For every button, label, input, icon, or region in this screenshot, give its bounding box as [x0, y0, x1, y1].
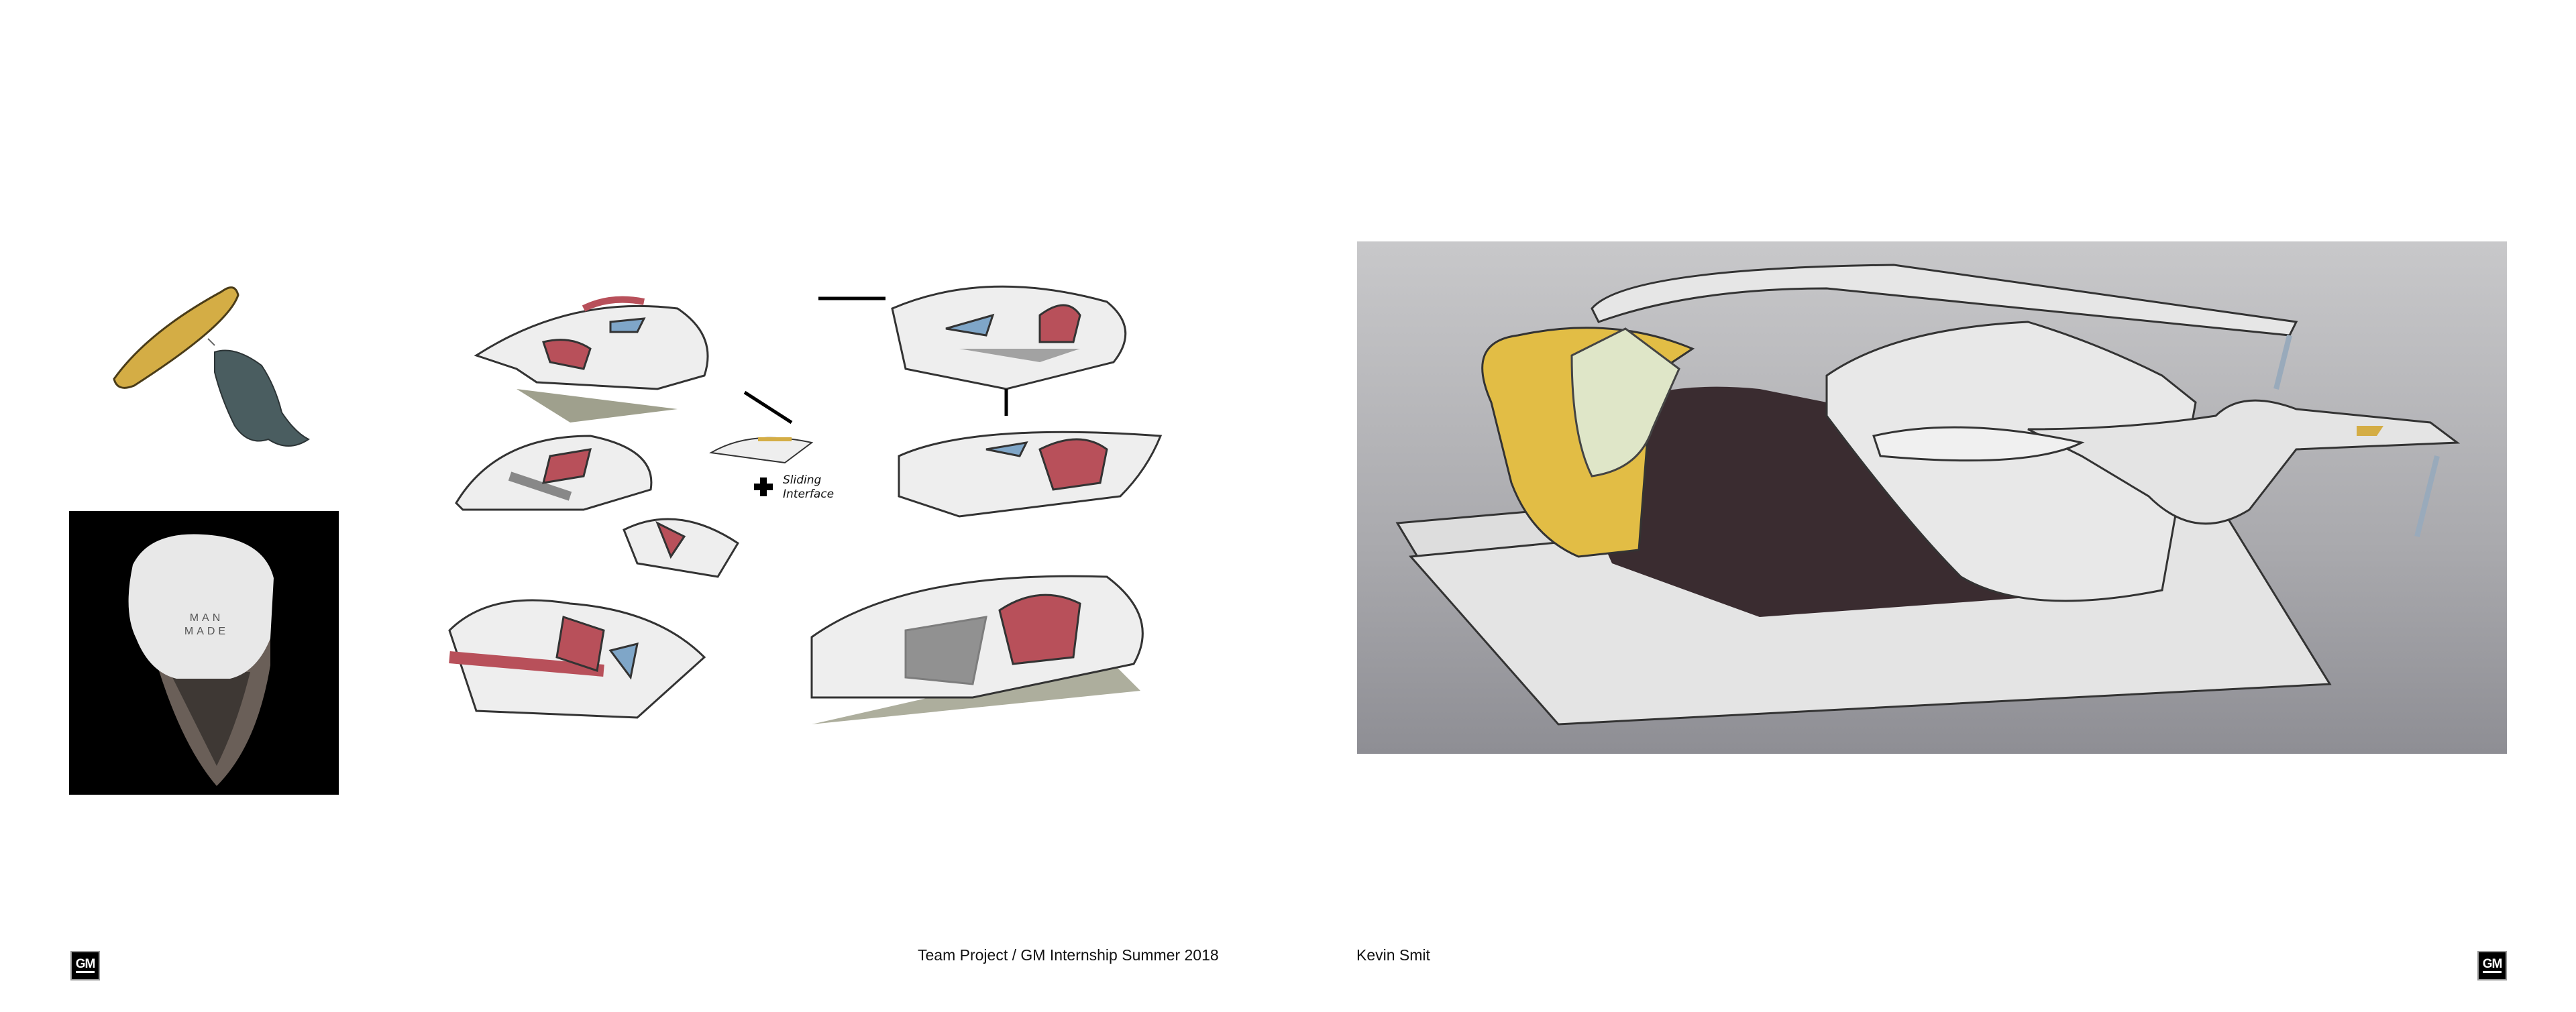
- plus-icon: [754, 477, 773, 496]
- gm-logo-left: GM: [70, 951, 100, 980]
- gm-logo-right: GM: [2477, 951, 2507, 980]
- mirror-concept-sketch: [113, 286, 310, 447]
- sliding-interface-annotation: Sliding Interface: [783, 473, 834, 502]
- annotation-line-2: Interface: [783, 488, 835, 501]
- sketch-6: [448, 599, 706, 719]
- interior-sketch-collage: [448, 285, 1163, 724]
- sketch-2: [891, 285, 1127, 390]
- render-illustration: [1395, 264, 2461, 726]
- footer-author: Kevin Smit: [1356, 946, 1430, 964]
- sketch-7: [810, 575, 1144, 724]
- interior-render: [1357, 241, 2507, 754]
- photo-brand-text: MAN MADE: [184, 612, 229, 637]
- sketch-5: [623, 518, 740, 578]
- sketch-1: [474, 296, 709, 423]
- sketch-4: [898, 431, 1163, 518]
- gm-logo-text: GM: [2482, 958, 2502, 973]
- annotation-line-1: Sliding: [783, 473, 822, 487]
- gm-logo-text: GM: [75, 958, 95, 973]
- sketch-sliding: [708, 437, 814, 464]
- sketch-3: [455, 435, 653, 511]
- man-made-photo: MAN MADE: [69, 511, 339, 795]
- stone-tool-image: [128, 534, 274, 786]
- footer-project-title: Team Project / GM Internship Summer 2018: [918, 946, 1219, 964]
